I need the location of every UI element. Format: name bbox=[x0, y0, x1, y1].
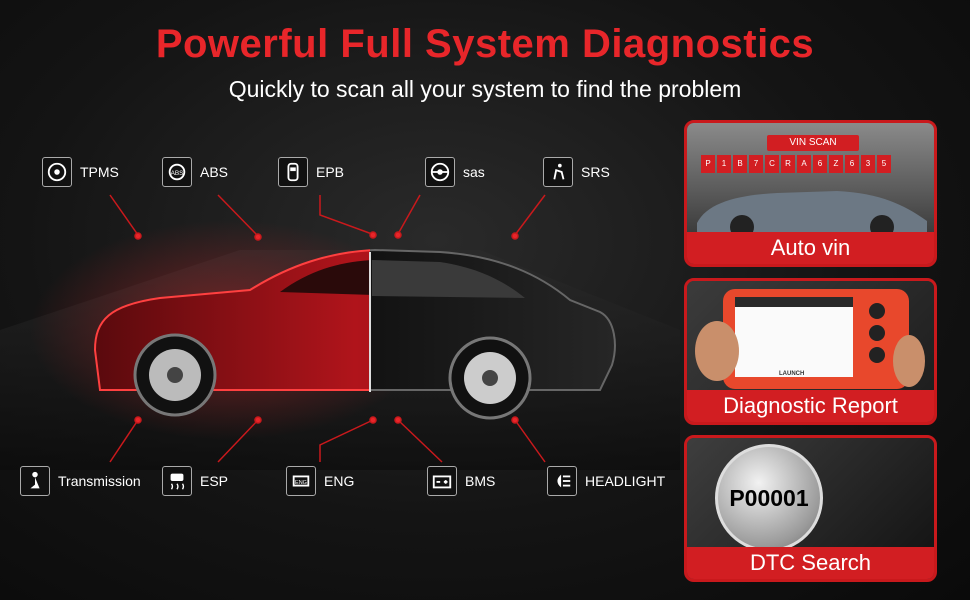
system-abs: ABS ABS bbox=[162, 157, 228, 187]
feature-caption: Diagnostic Report bbox=[687, 390, 934, 422]
page-subtitle: Quickly to scan all your system to find … bbox=[228, 76, 742, 102]
feature-dtc-search: P00001 DTC Search bbox=[684, 435, 937, 582]
system-srs: SRS bbox=[543, 157, 610, 187]
feature-caption: DTC Search bbox=[687, 547, 934, 579]
vin-char: 5 bbox=[877, 155, 891, 173]
vin-char: P bbox=[701, 155, 715, 173]
scanner-device-image: LAUNCH bbox=[687, 281, 934, 393]
system-epb: EPB bbox=[278, 157, 344, 187]
vin-char: 6 bbox=[845, 155, 859, 173]
system-label: BMS bbox=[465, 473, 496, 489]
system-tpms: TPMS bbox=[42, 157, 119, 187]
system-label: Transmission bbox=[58, 473, 141, 489]
dtc-code-badge: P00001 bbox=[715, 444, 823, 552]
gear-shift-icon bbox=[20, 466, 50, 496]
feature-auto-vin: VIN SCAN P 1 B 7 C R A 6 Z 6 3 5 Auto vi… bbox=[684, 120, 937, 267]
system-esp: ESP bbox=[162, 466, 228, 496]
engine-bay-image: P00001 bbox=[687, 438, 934, 552]
vin-char: C bbox=[765, 155, 779, 173]
system-transmission: Transmission bbox=[20, 466, 141, 496]
gray-car-icon bbox=[697, 191, 927, 235]
tire-pressure-icon bbox=[42, 157, 72, 187]
steering-wheel-icon bbox=[425, 157, 455, 187]
abs-icon: ABS bbox=[162, 157, 192, 187]
headlight-icon bbox=[547, 466, 577, 496]
battery-icon bbox=[427, 466, 457, 496]
device-brand: LAUNCH bbox=[779, 371, 805, 377]
car-illustration bbox=[0, 194, 680, 470]
system-label: HEADLIGHT bbox=[585, 473, 666, 489]
system-label: ENG bbox=[324, 473, 355, 489]
vin-char: 1 bbox=[717, 155, 731, 173]
scanner-device-icon bbox=[695, 289, 925, 389]
airbag-seat-icon bbox=[543, 157, 573, 187]
vin-code-row: P 1 B 7 C R A 6 Z 6 3 5 bbox=[701, 155, 891, 173]
vin-char: A bbox=[797, 155, 811, 173]
vin-scan-banner: VIN SCAN bbox=[767, 135, 859, 151]
parking-brake-icon bbox=[278, 157, 308, 187]
svg-text:ABS: ABS bbox=[171, 170, 184, 177]
vin-char: 7 bbox=[749, 155, 763, 173]
stability-control-icon bbox=[162, 466, 192, 496]
system-label: sas bbox=[463, 164, 485, 180]
feature-diagnostic-report: LAUNCH Diagnostic Report bbox=[684, 278, 937, 425]
system-label: ESP bbox=[200, 473, 229, 489]
system-eng: ENG ENG bbox=[286, 466, 354, 496]
vin-char: 3 bbox=[861, 155, 875, 173]
vin-char: Z bbox=[829, 155, 843, 173]
vin-char: R bbox=[781, 155, 795, 173]
vin-char: B bbox=[733, 155, 747, 173]
page-title: Powerful Full System Diagnostics bbox=[155, 22, 815, 66]
engine-icon: ENG bbox=[286, 466, 316, 496]
feature-caption: Auto vin bbox=[687, 232, 934, 264]
car-stage: TPMS ABS ABS EPB sas SRS Transmission bbox=[0, 157, 680, 496]
system-label: EPB bbox=[316, 164, 345, 180]
svg-text:ENG: ENG bbox=[295, 480, 307, 486]
system-label: SRS bbox=[581, 164, 610, 180]
system-label: ABS bbox=[200, 164, 229, 180]
vin-scan-image: VIN SCAN P 1 B 7 C R A 6 Z 6 3 5 bbox=[687, 123, 934, 235]
system-bms: BMS bbox=[427, 466, 495, 496]
system-sas: sas bbox=[425, 157, 485, 187]
system-headlight: HEADLIGHT bbox=[547, 466, 665, 496]
system-label: TPMS bbox=[80, 164, 119, 180]
vin-char: 6 bbox=[813, 155, 827, 173]
